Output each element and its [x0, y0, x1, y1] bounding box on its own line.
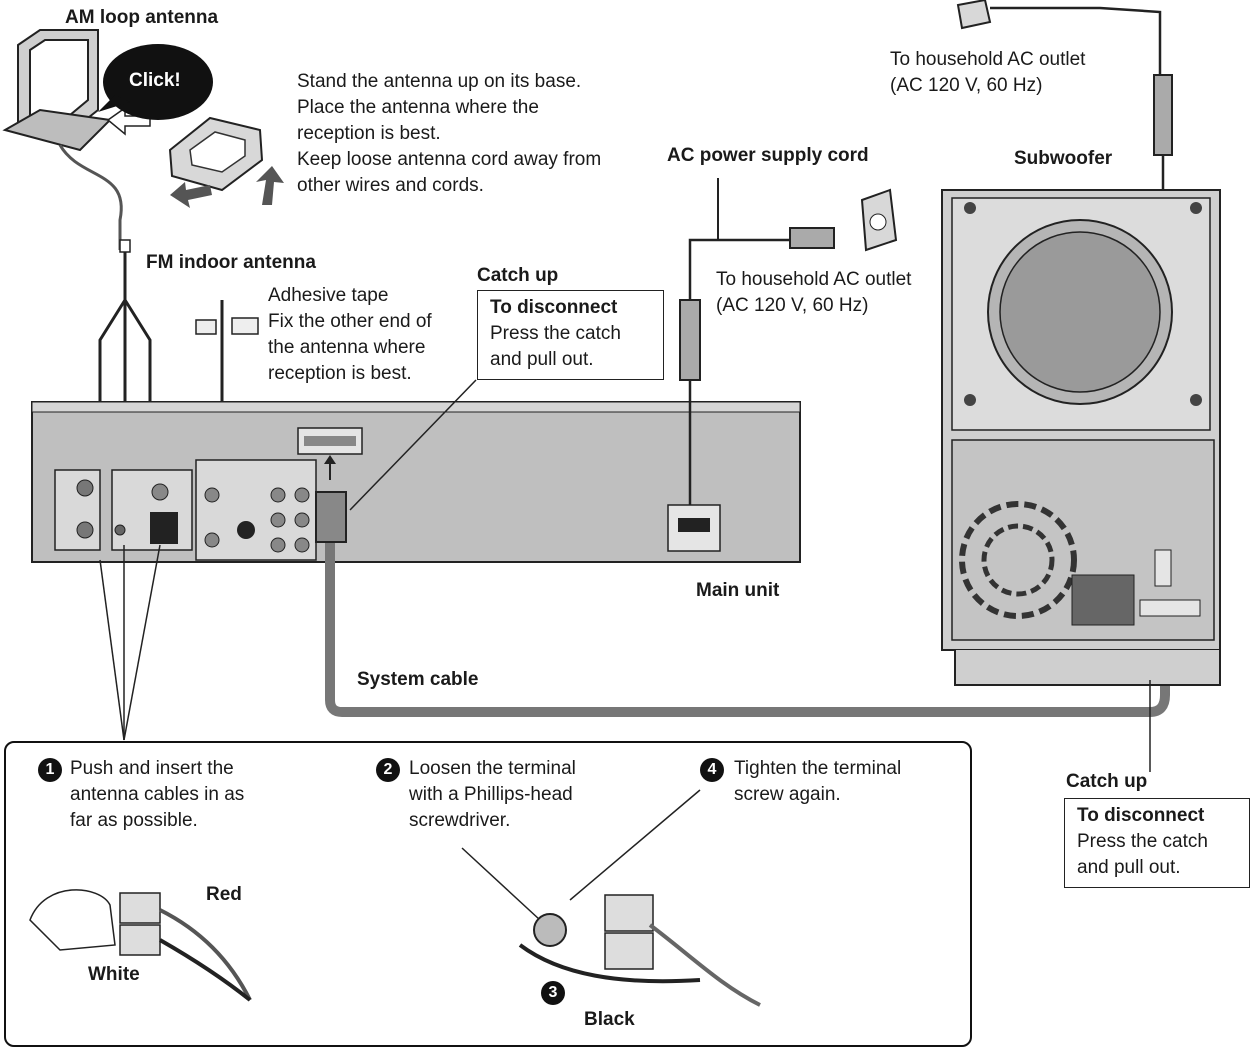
ac-cord-drawing — [679, 178, 898, 505]
ac-cord-title: AC power supply cord — [667, 145, 869, 166]
subwoofer-drawing — [941, 189, 1221, 686]
step-3-badge: 3 — [541, 981, 565, 1005]
disconnect-line: and pull out. — [490, 349, 594, 370]
system-cable-title: System cable — [357, 669, 479, 690]
fm-instruction-line: the antenna where — [268, 337, 426, 358]
am-instruction-line: reception is best. — [297, 123, 441, 144]
step-2-line: Loosen the terminal — [409, 758, 576, 779]
terminal-steps-panel — [4, 741, 972, 1047]
step-1-badge: 1 — [38, 758, 62, 782]
main-unit-title: Main unit — [696, 580, 780, 601]
callout-lines — [99, 379, 1151, 921]
top-outlet-label: To household AC outlet (AC 120 V, 60 Hz) — [890, 47, 1085, 99]
disconnect-head: To disconnect — [490, 297, 618, 318]
top-outlet-line: To household AC outlet — [890, 49, 1086, 70]
ac-outlet-label: To household AC outlet (AC 120 V, 60 Hz) — [716, 267, 911, 319]
step-2-line: screwdriver. — [409, 810, 511, 831]
top-outlet-line: (AC 120 V, 60 Hz) — [890, 75, 1043, 96]
ac-outlet-line: To household AC outlet — [716, 269, 912, 290]
fm-instruction-line: Fix the other end of — [268, 311, 432, 332]
disconnect-line: and pull out. — [1077, 857, 1181, 878]
disconnect-line: Press the catch — [1077, 831, 1208, 852]
step-2-line: with a Phillips-head — [409, 784, 573, 805]
step-1-text: Push and insert the antenna cables in as… — [70, 756, 244, 834]
fm-antenna-title: FM indoor antenna — [146, 252, 316, 273]
step-4-line: screw again. — [734, 784, 841, 805]
step-2-badge: 2 — [376, 758, 400, 782]
catch-up-sub-title: Catch up — [1066, 771, 1148, 792]
fm-antenna-instructions: Adhesive tape Fix the other end of the a… — [268, 283, 432, 387]
ac-outlet-line: (AC 120 V, 60 Hz) — [716, 295, 869, 316]
am-instruction-line: Place the antenna where the — [297, 97, 539, 118]
step-4-text: Tighten the terminal screw again. — [734, 756, 901, 808]
step-1-line: Push and insert the — [70, 758, 234, 779]
terminal-drawing-2 — [518, 894, 761, 1007]
click-label: Click! — [129, 70, 181, 91]
white-wire-label: White — [88, 964, 140, 985]
step-4-line: Tighten the terminal — [734, 758, 902, 779]
am-antenna-instructions: Stand the antenna up on its base. Place … — [297, 69, 601, 199]
am-instruction-line: Stand the antenna up on its base. — [297, 71, 582, 92]
red-wire-label: Red — [206, 884, 242, 905]
subwoofer-title: Subwoofer — [1014, 148, 1113, 169]
step-4-badge: 4 — [700, 758, 724, 782]
black-wire-label: Black — [584, 1009, 635, 1030]
am-instruction-line: other wires and cords. — [297, 175, 484, 196]
disconnect-line: Press the catch — [490, 323, 621, 344]
click-bubble — [103, 44, 213, 120]
step-1-line: antenna cables in as — [70, 784, 245, 805]
step-2-text: Loosen the terminal with a Phillips-head… — [409, 756, 576, 834]
disconnect-note-main: To disconnect Press the catch and pull o… — [477, 290, 664, 380]
am-loop-antenna-drawing — [2, 29, 284, 250]
disconnect-note-sub: To disconnect Press the catch and pull o… — [1064, 798, 1250, 888]
catch-up-main-title: Catch up — [477, 265, 559, 286]
am-antenna-title: AM loop antenna — [65, 7, 219, 28]
terminal-drawing-1 — [29, 889, 252, 1002]
fm-instruction-line: Adhesive tape — [268, 285, 389, 306]
disconnect-head: To disconnect — [1077, 805, 1205, 826]
fm-instruction-line: reception is best. — [268, 363, 412, 384]
step-1-line: far as possible. — [70, 810, 198, 831]
am-instruction-line: Keep loose antenna cord away from — [297, 149, 602, 170]
main-unit-drawing — [31, 401, 801, 563]
system-cable-line — [325, 540, 1170, 717]
